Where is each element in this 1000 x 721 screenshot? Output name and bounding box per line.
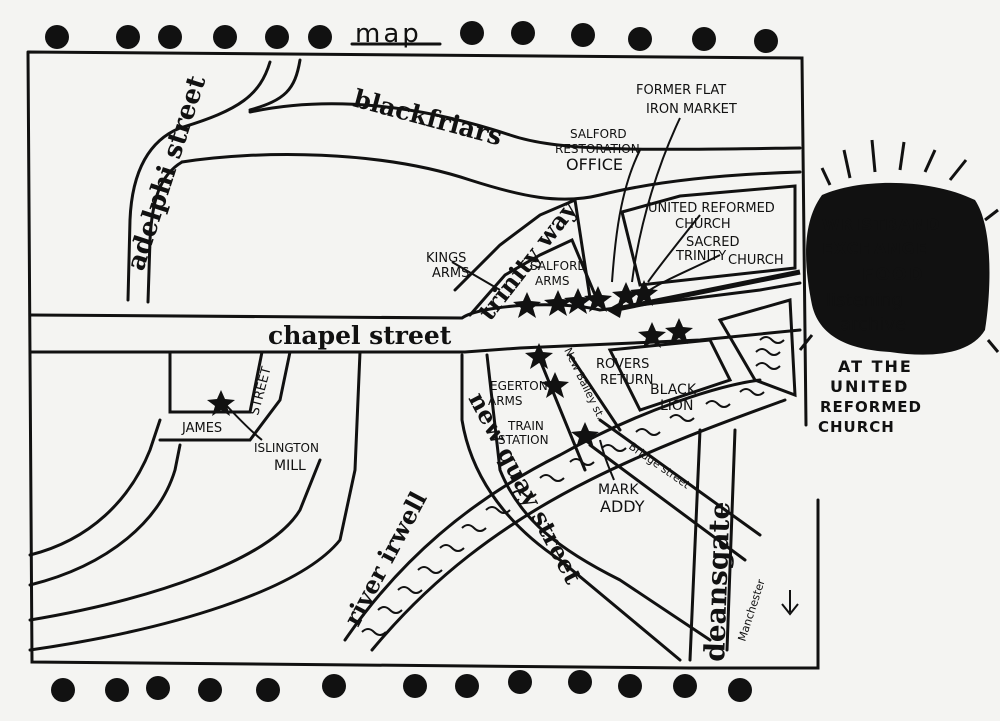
label-train-2: STATION <box>498 433 549 447</box>
label-salford-arms-1: SALFORD <box>530 259 587 273</box>
label-james-street-short: STREET <box>247 365 274 417</box>
label-sacred-3: CHURCH <box>728 253 784 268</box>
landmark-stars <box>207 280 693 448</box>
manchester-arrow <box>781 590 799 616</box>
label-black-lion-2: LION <box>660 398 693 414</box>
star-salford-arms <box>544 290 572 316</box>
star-rovers-return <box>638 322 666 348</box>
label-urc-2: CHURCH <box>675 217 731 232</box>
label-chapel-street: chapel street <box>268 321 452 350</box>
star-salford-arms-2 <box>564 288 592 314</box>
callout-at-the: AT THE <box>838 357 913 376</box>
callout-wristband: WRISTBAND <box>822 215 941 234</box>
callout-blob <box>798 139 1000 355</box>
label-river-irwell: river irwell <box>338 487 433 631</box>
river-water <box>361 336 785 636</box>
label-kings-1: KINGS <box>426 251 466 266</box>
star-kings-arms <box>513 292 541 318</box>
landmark-labels: FORMER FLAT IRON MARKET SALFORD RESTORAT… <box>254 83 784 516</box>
callout-food: FOOD <box>862 265 925 285</box>
label-sacred-2: TRINITY <box>675 249 726 264</box>
label-salford-arms-2: ARMS <box>535 274 570 288</box>
perforation-dots-top <box>45 21 778 53</box>
label-train-1: TRAIN <box>507 419 544 433</box>
label-sacred-1: SACRED <box>686 235 740 250</box>
label-egerton-1: EGERTON <box>490 379 548 393</box>
star-islington-mill <box>207 390 235 416</box>
star-mark-addy <box>571 422 599 448</box>
label-former-flat: FORMER FLAT <box>636 83 726 98</box>
label-rovers-1: ROVERS <box>596 357 649 372</box>
star-flat-iron-market <box>612 282 640 308</box>
label-black-lion-1: BLACK <box>650 382 697 398</box>
label-addy: ADDY <box>600 497 645 516</box>
callout-pointer <box>611 269 801 313</box>
callout-arrowhead <box>606 300 624 318</box>
callout-exchange: EXCHANGE <box>822 239 928 258</box>
map-frame <box>26 50 820 670</box>
star-sacred-trinity <box>630 280 658 306</box>
label-salford-restoration-2: RESTORATION <box>555 142 640 156</box>
map-title: map <box>355 19 422 49</box>
label-new-quay-street: new quay street <box>463 387 588 588</box>
label-kings-2: ARMS <box>432 266 469 281</box>
label-iron-market: IRON MARKET <box>646 102 737 117</box>
label-deansgate: deansgate <box>698 501 737 662</box>
label-blackfriars: blackfriars <box>350 84 505 152</box>
road-network <box>28 58 802 662</box>
label-urc-1: UNITED REFORMED <box>648 201 775 216</box>
leader-lines <box>225 117 721 481</box>
label-manchester: Manchester <box>735 577 767 643</box>
label-rovers-2: RETURN <box>600 373 653 388</box>
callout-church: CHURCH <box>818 418 895 436</box>
callout-listening: listening <box>826 290 903 311</box>
star-black-lion <box>665 318 693 344</box>
callout-archive: archive <box>840 314 906 335</box>
callout-reformed: REFORMED <box>820 398 922 416</box>
star-egerton-arms <box>525 343 553 369</box>
label-james: JAMES <box>181 421 222 436</box>
star-restoration-office <box>584 286 612 312</box>
label-salford-restoration-1: SALFORD <box>570 127 627 141</box>
label-adelphi-street: adelphi street <box>121 72 212 274</box>
callout-united: UNITED <box>830 377 909 396</box>
label-mark: MARK <box>598 482 639 498</box>
label-salford-restoration-3: OFFICE <box>566 155 623 174</box>
perforation-dots-bottom <box>51 670 752 702</box>
label-islington-2: MILL <box>274 458 306 474</box>
label-egerton-2: ARMS <box>488 394 523 408</box>
callout-text: WRISTBAND EXCHANGE FOOD listening archiv… <box>818 215 941 436</box>
label-islington-1: ISLINGTON <box>254 441 319 455</box>
star-train-station <box>541 372 569 398</box>
